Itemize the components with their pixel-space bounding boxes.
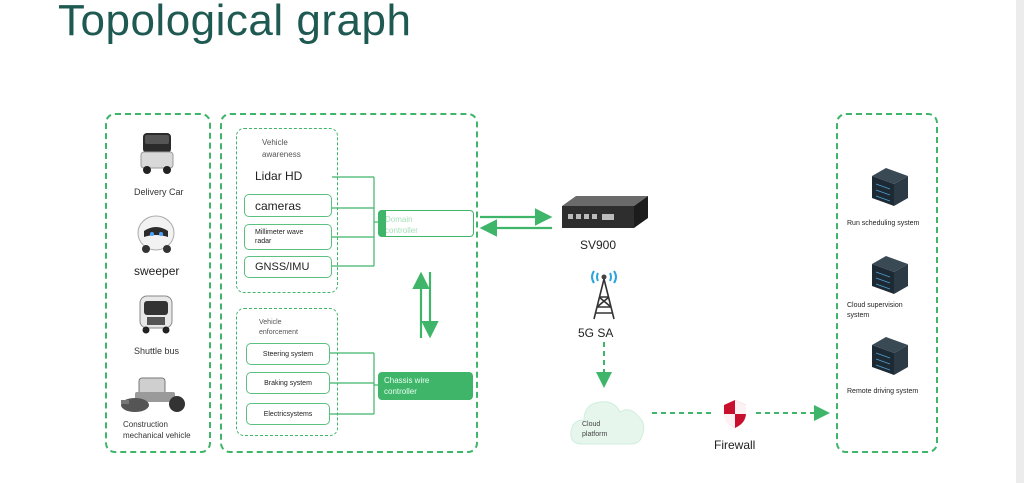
domain-controller: Domain controller <box>378 210 474 237</box>
systems-panel <box>836 113 938 453</box>
network-label: 5G SA <box>578 326 614 340</box>
right-edge-strip <box>1016 0 1024 483</box>
sweeper-icon <box>134 211 178 255</box>
vehicles-panel <box>105 113 211 453</box>
page-title: Topological graph <box>58 0 412 45</box>
server-icon-supervision <box>868 254 912 296</box>
chassis-controller: Chassis wire controller <box>378 372 473 400</box>
system-remote-driving: Remote driving system <box>847 388 919 395</box>
system-run-scheduling: Run scheduling system <box>847 220 920 227</box>
sensor-gnss: GNSS/IMU <box>244 256 332 278</box>
firewall-icon <box>722 399 748 429</box>
vehicle-system-panel <box>220 113 478 453</box>
router-icon <box>556 192 652 232</box>
actuator-braking: Braking system <box>246 372 330 394</box>
cloud-label: Cloud platform <box>582 421 608 438</box>
tower-icon <box>586 263 622 321</box>
delivery-car-icon <box>134 130 180 176</box>
sensor-cameras: cameras <box>244 194 332 217</box>
awareness-group <box>236 128 338 293</box>
construction-vehicle-icon <box>119 374 191 414</box>
actuator-steering: Steering system <box>246 343 330 365</box>
system-cloud-supervision: Cloud supervision system <box>847 302 903 319</box>
enforcement-group <box>236 308 338 436</box>
server-icon-run <box>868 166 912 208</box>
enforcement-label: Vehicle enforcement <box>259 319 298 336</box>
vehicle-label-sweeper: sweeper <box>134 264 180 278</box>
vehicle-label-delivery-car: Delivery Car <box>134 187 184 197</box>
vehicle-label-shuttle-bus: Shuttle bus <box>134 346 180 356</box>
vehicle-label-construction: Construction mechanical vehicle <box>123 420 191 440</box>
sensor-lidar: Lidar HD <box>244 165 332 187</box>
sensor-radar: Millimeter wave radar <box>244 224 332 250</box>
domain-controller-fill <box>378 210 386 237</box>
actuator-electric: Electricsystems <box>246 403 330 425</box>
firewall-label: Firewall <box>714 438 756 452</box>
server-icon-remote <box>868 335 912 377</box>
awareness-label: Vehicle awareness <box>262 138 301 159</box>
router-label: SV900 <box>580 238 617 252</box>
shuttle-bus-icon <box>135 294 177 334</box>
cloud-icon <box>568 390 648 450</box>
